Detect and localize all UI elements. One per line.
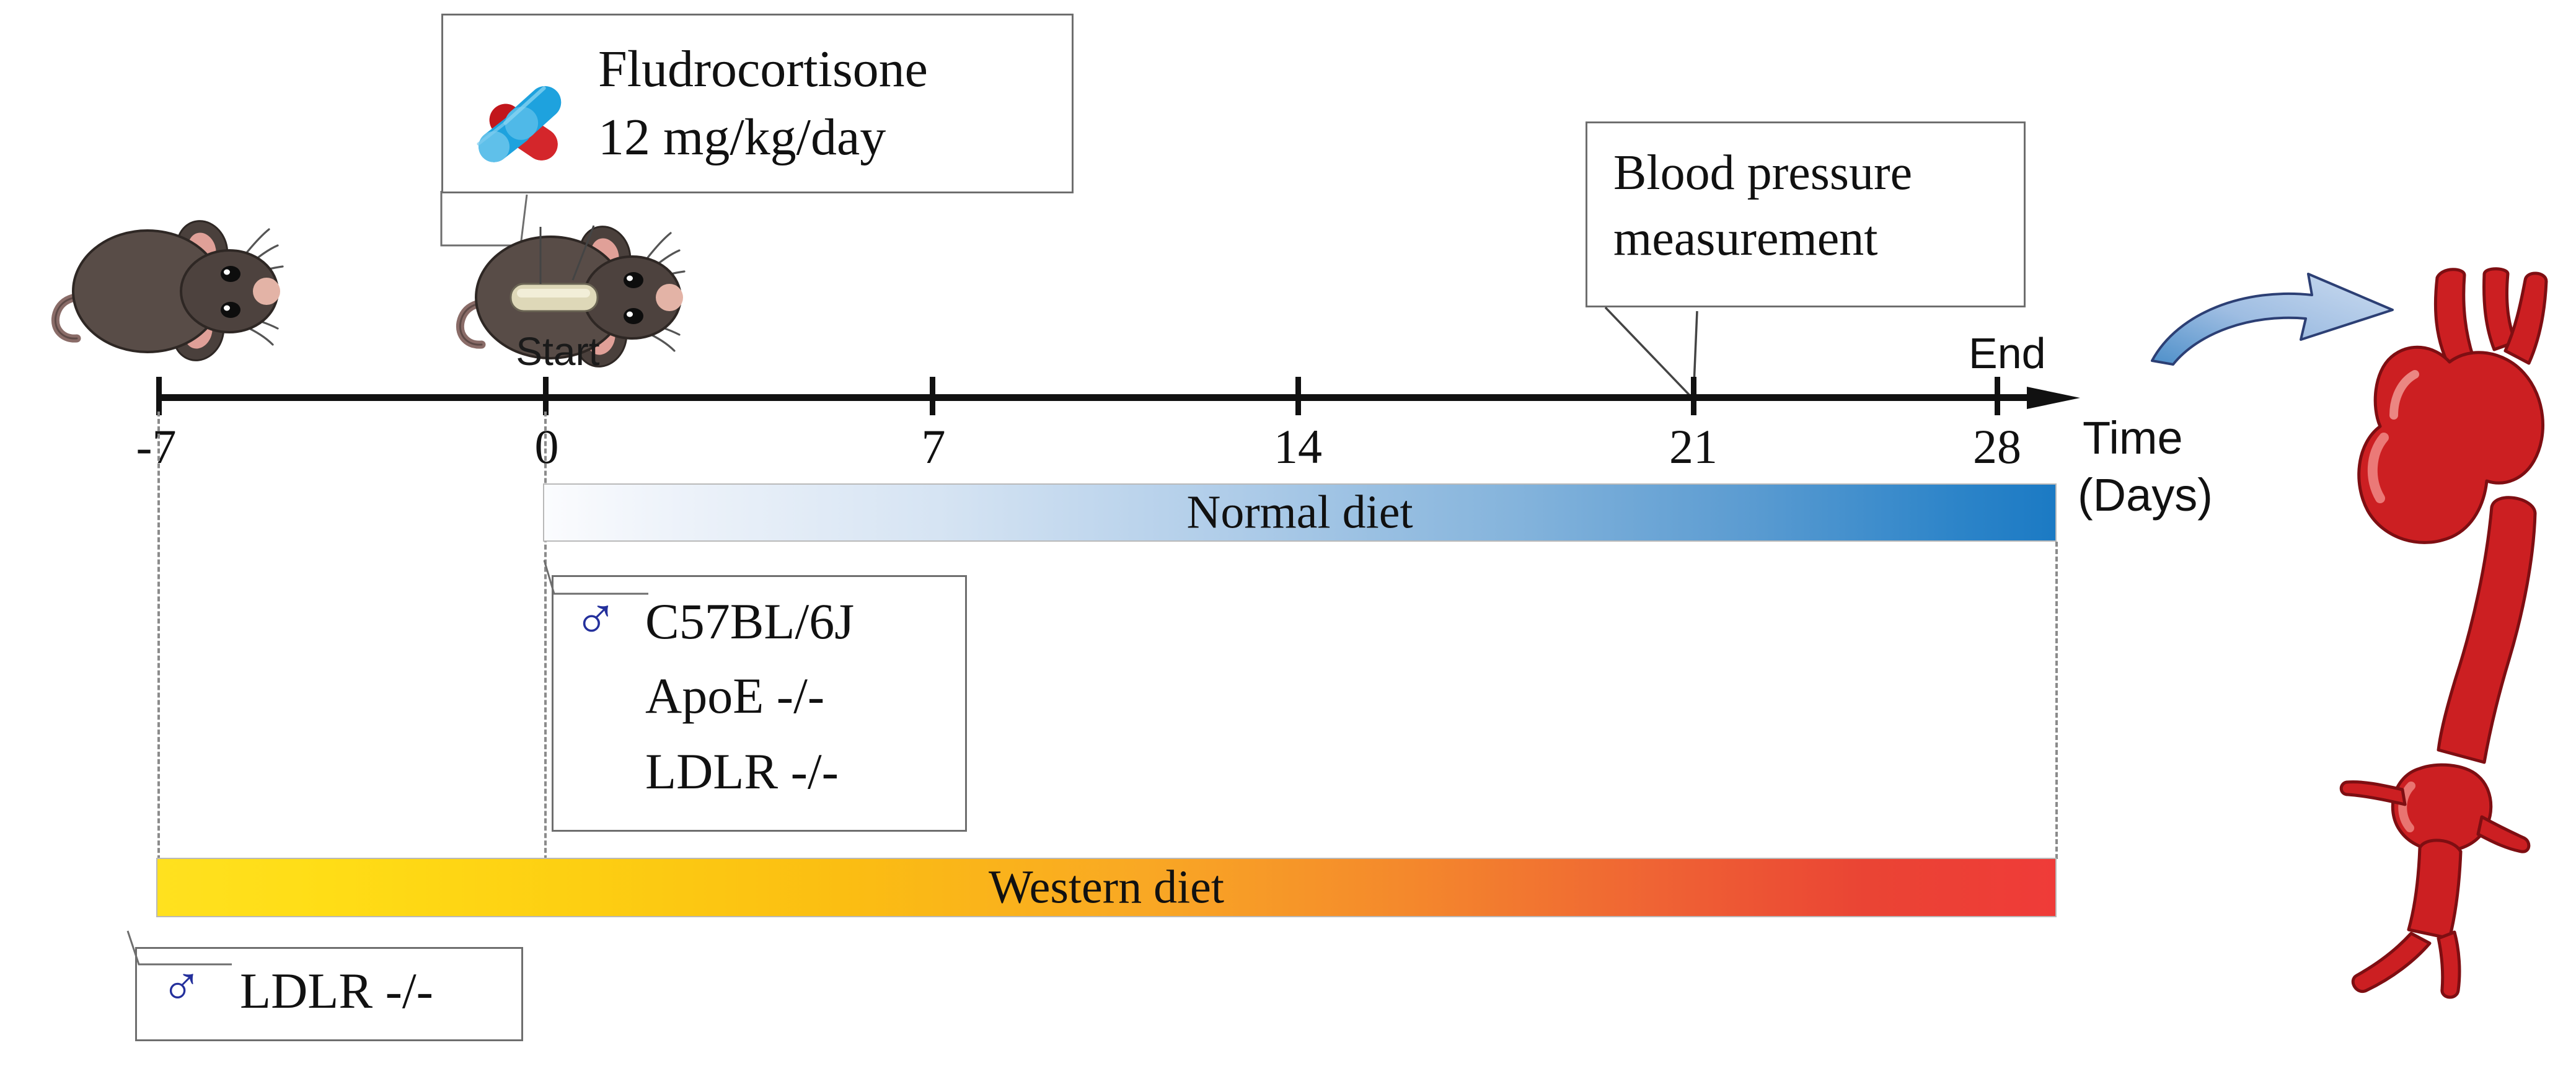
axis-title-days: (Days) [2078, 469, 2213, 521]
strain-line-3: LDLR -/- [645, 743, 839, 799]
guide-day--7 [157, 412, 160, 860]
tick-28 [1995, 377, 2000, 415]
pill-capsules-icon [477, 86, 562, 162]
bp-callout-line2: measurement [1613, 211, 1878, 266]
drug-callout: Fludrocortisone 12 mg/kg/day [441, 14, 1074, 193]
western-diet-bar: Western diet [156, 858, 2057, 917]
start-label: Start [516, 329, 600, 374]
drug-dose: 12 mg/kg/day [598, 108, 886, 166]
strain-western-line-1: LDLR -/- [240, 962, 433, 1019]
strain-callout-normal: ♂ C57BL/6J ApoE -/- LDLR -/- [552, 575, 967, 832]
end-label: End [1969, 329, 2046, 377]
strain-callout-normal-tail [543, 560, 648, 595]
tick-7 [930, 377, 935, 415]
tick-label-28: 28 [1973, 420, 2021, 474]
bp-callout-tail [1604, 306, 1698, 402]
strain-callout-western: ♂ LDLR -/- [135, 947, 523, 1041]
normal-diet-label: Normal diet [1186, 486, 1413, 539]
guide-day-28 [2055, 542, 2058, 859]
normal-diet-bar: Normal diet [543, 483, 2057, 542]
tick-label-21: 21 [1669, 420, 1718, 474]
strain-callout-western-tail [126, 930, 232, 966]
curved-arrow-icon [2151, 273, 2394, 366]
strain-line-1: C57BL/6J [645, 593, 855, 650]
guide-day-0 [544, 412, 547, 860]
bp-callout: Blood pressure measurement [1586, 121, 2026, 307]
tick-label-7: 7 [921, 420, 946, 474]
tick-label-14: 14 [1274, 420, 1322, 474]
male-symbol-normal: ♂ [573, 586, 618, 652]
tick-14 [1295, 377, 1301, 415]
aorta-aneurysm-illustration [2339, 267, 2548, 999]
tick-0 [543, 377, 549, 415]
drug-callout-tail [440, 191, 528, 247]
timeline-axis [156, 394, 2044, 401]
tick-label--7: -7 [136, 420, 177, 474]
pellet-implant [509, 283, 599, 312]
male-symbol-western: ♂ [161, 956, 203, 1018]
drug-name: Fludrocortisone [598, 40, 928, 98]
strain-line-2: ApoE -/- [645, 667, 825, 724]
tick--7 [156, 377, 162, 415]
mouse-with-pellet-icon [456, 225, 686, 368]
timeline-arrowhead [2027, 387, 2080, 409]
axis-title-time: Time [2083, 412, 2183, 464]
western-diet-label: Western diet [988, 861, 1225, 914]
mouse-icon [51, 220, 284, 361]
tick-21 [1691, 377, 1696, 415]
bp-callout-line1: Blood pressure [1613, 146, 1913, 200]
tick-label-0: 0 [534, 420, 559, 474]
